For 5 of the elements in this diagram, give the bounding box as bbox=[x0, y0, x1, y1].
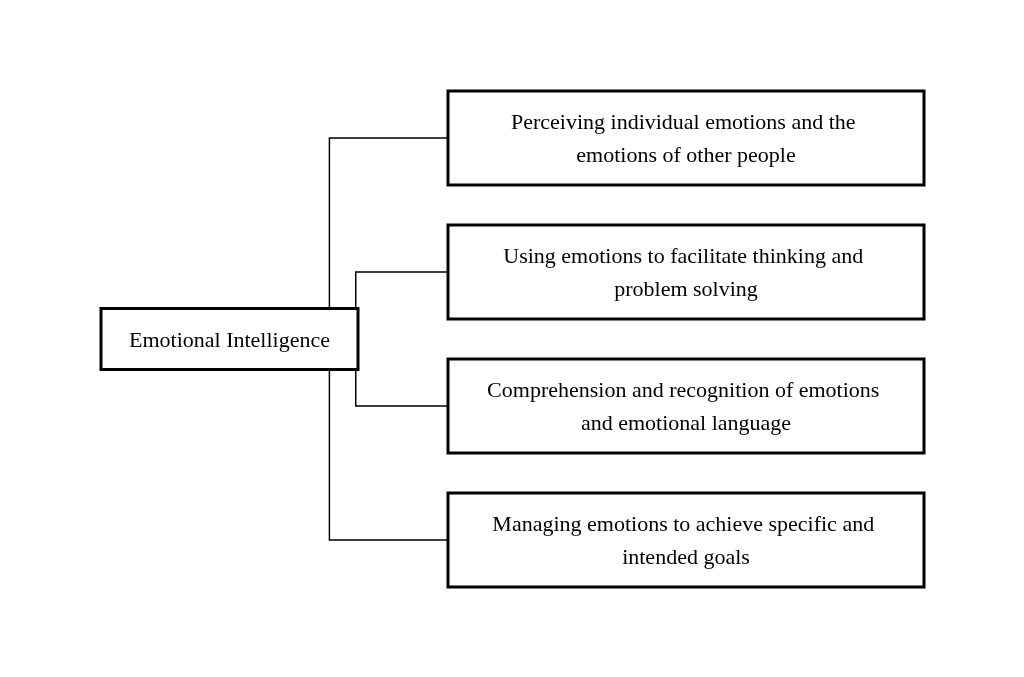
node-box: Using emotions to facilitate thinking and problem solving bbox=[446, 223, 925, 320]
node-box: Comprehension and recognition of emotions and emotional language bbox=[446, 357, 925, 454]
node-box: Managing emotions to achieve specific and intended goals bbox=[446, 491, 925, 588]
node-box: Perceiving individual emotions and the emotions of other people bbox=[446, 89, 925, 186]
node-box: Emotional Intelligence bbox=[99, 306, 359, 371]
